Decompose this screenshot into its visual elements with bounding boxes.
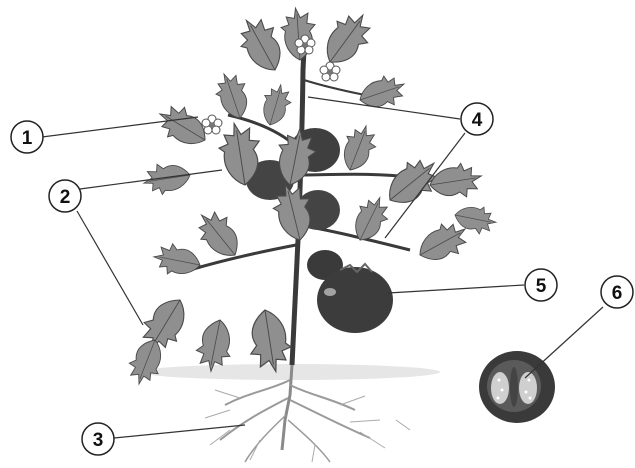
callout-3: 3 — [82, 423, 114, 455]
callout-4-label: 4 — [472, 110, 483, 131]
callout-6: 6 — [601, 276, 633, 308]
callout-6-label: 6 — [612, 283, 623, 304]
callout-1: 1 — [11, 121, 43, 153]
callout-4: 4 — [461, 103, 493, 135]
callout-5-label: 5 — [536, 276, 547, 297]
root-system — [140, 364, 440, 462]
callout-3-label: 3 — [93, 430, 104, 451]
callout-5: 5 — [525, 269, 557, 301]
leader-line-5 — [388, 285, 524, 293]
callout-2: 2 — [49, 180, 81, 212]
leader-line-2b — [77, 211, 143, 325]
leader-line-6 — [525, 307, 603, 378]
callout-2-label: 2 — [60, 187, 71, 208]
callout-1-label: 1 — [22, 128, 33, 149]
